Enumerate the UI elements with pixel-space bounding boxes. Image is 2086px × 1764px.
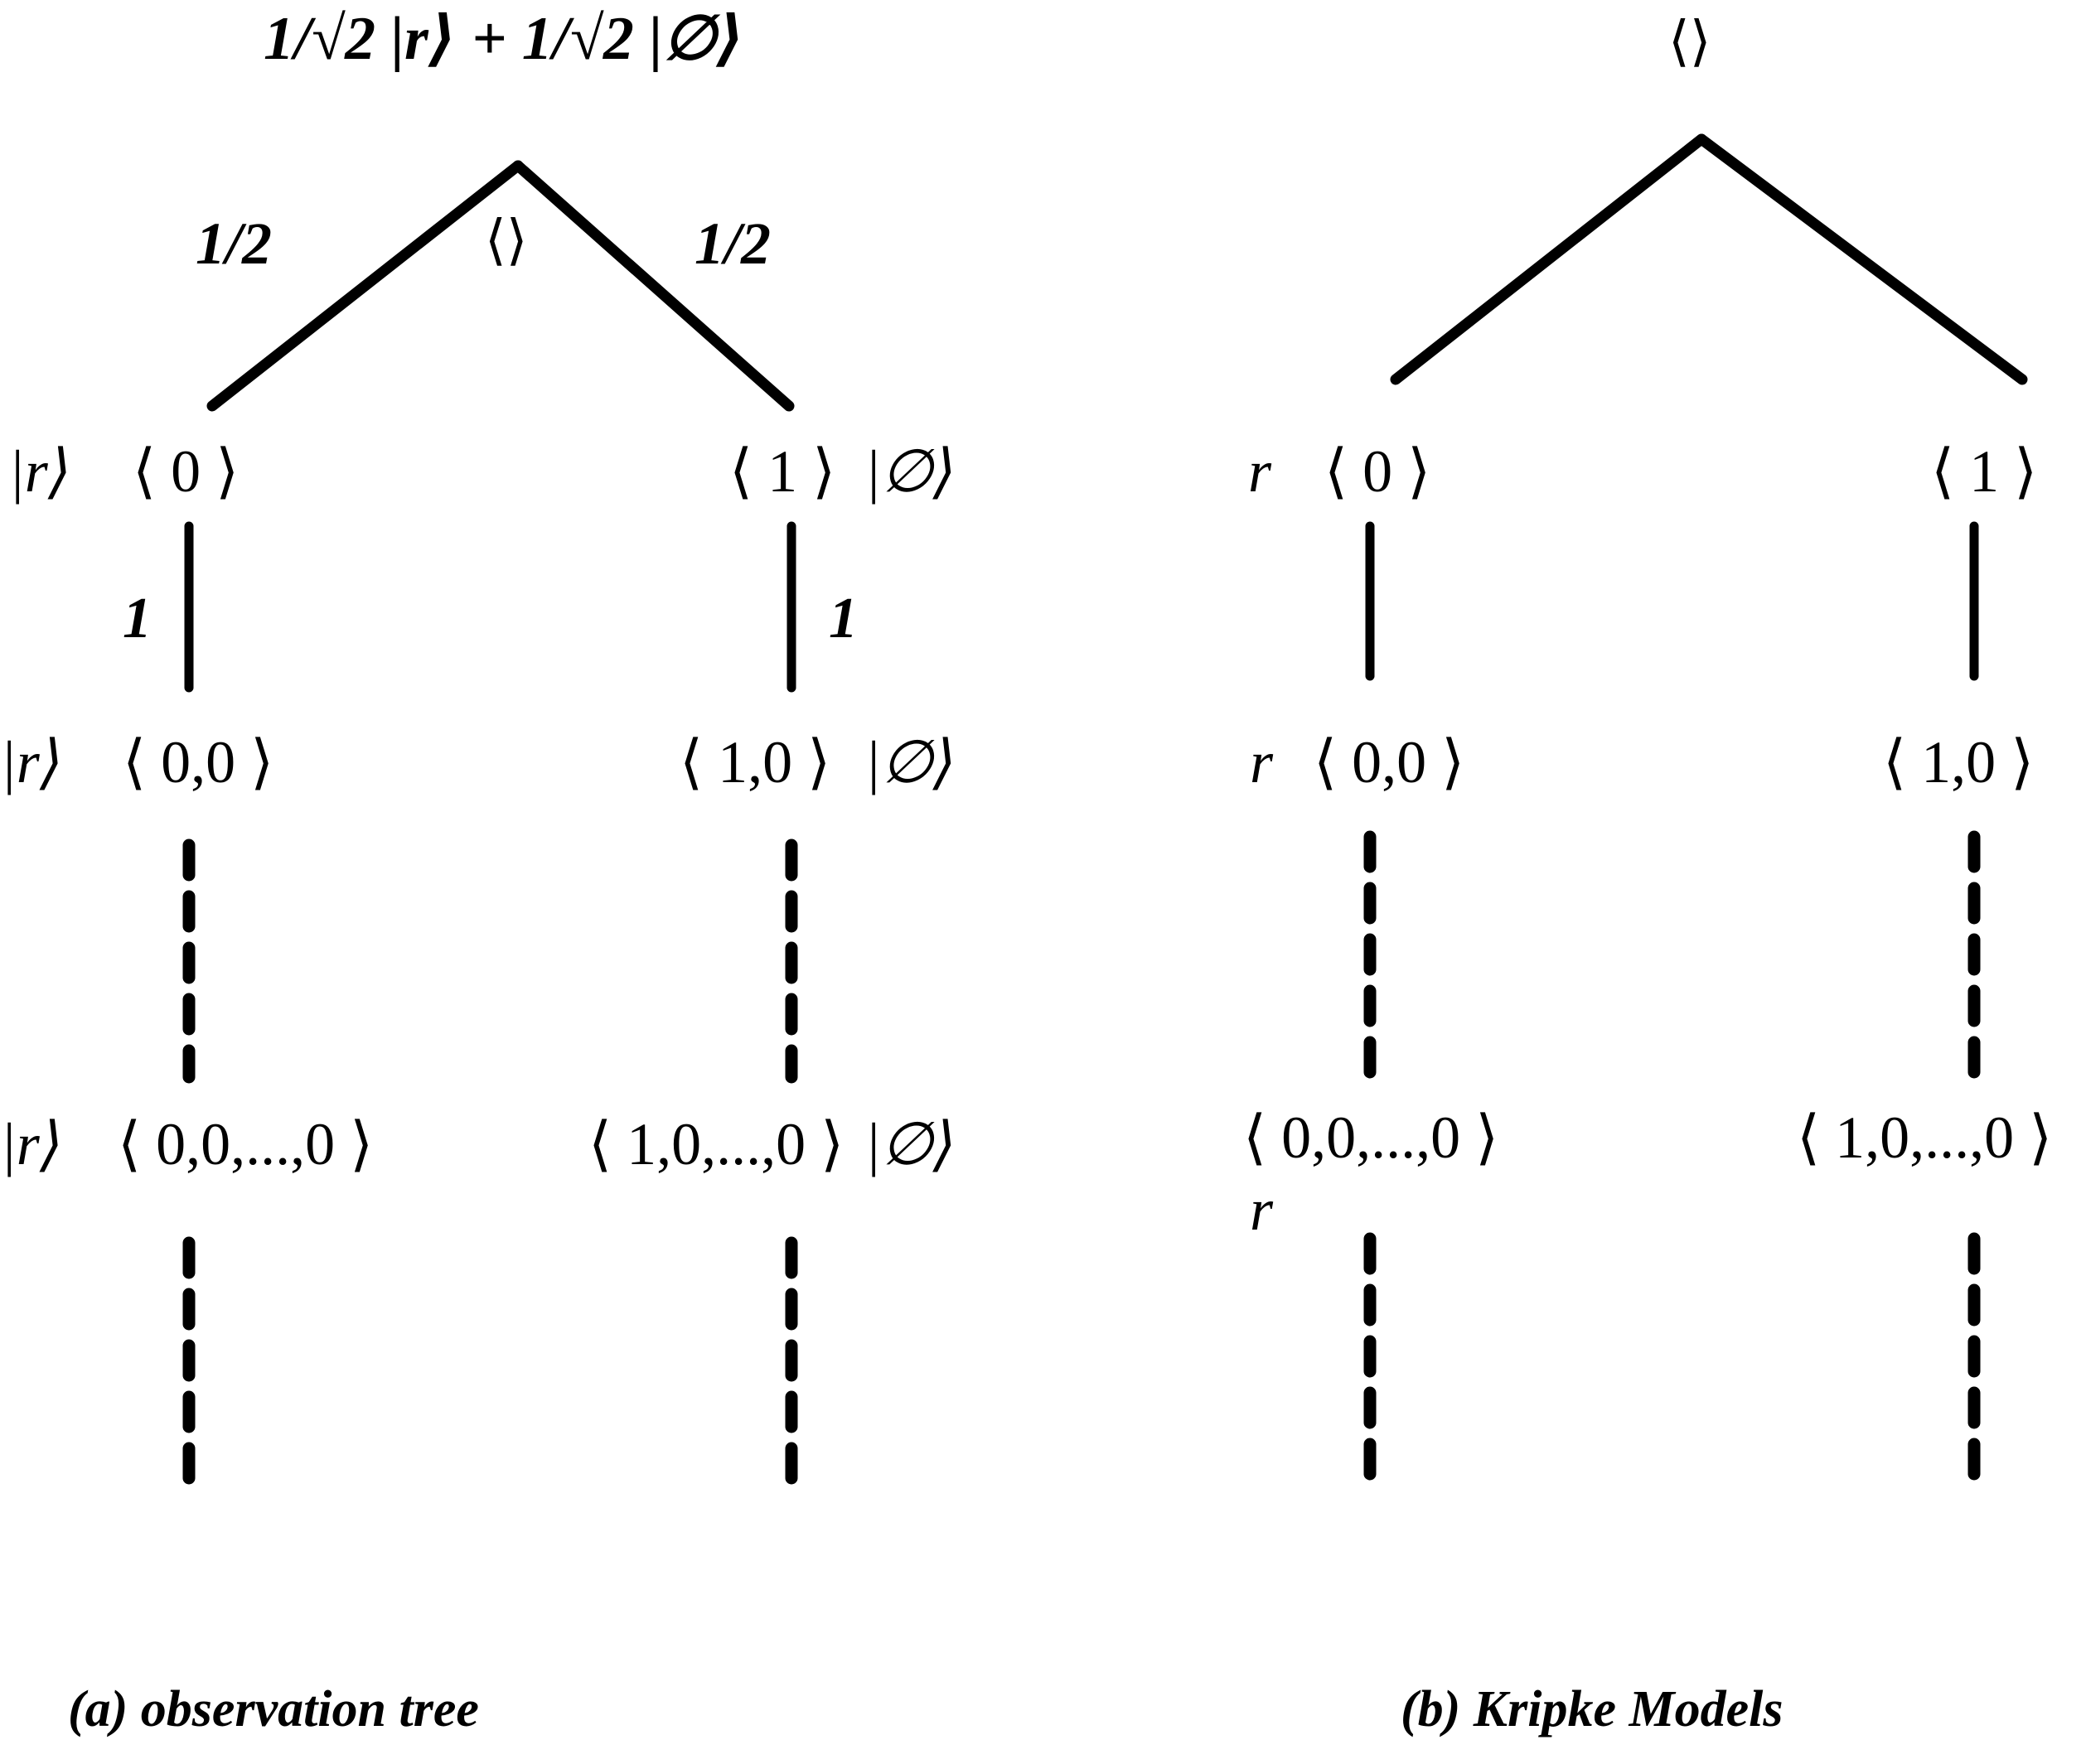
panel-b-right-node-1-history: ⟨ 1 ⟩ [1931,438,2038,505]
panel-b-left-node-3-prop: r [1250,1177,1274,1243]
panel-b-left-node-2-history: ⟨ 0,0 ⟩ [1314,729,1465,795]
panel-a-right-node-1-state: |∅⟩ [864,438,956,505]
edge-a-root-left [206,160,524,412]
panel-a-edge-label-right-branch: 1/2 [695,210,772,277]
edge-b-root-left [1390,133,1707,385]
panel-a-title-formula: 1/√2 |r⟩ + 1/√2 |∅⟩ [264,5,745,73]
panel-a-caption: (a) observation tree [68,1681,479,1737]
panel-a-left-node-2-state: |r⟩ [0,729,63,795]
panel-b-left-node-1-history: ⟨ 0 ⟩ [1324,438,1431,505]
panel-a-edge-label-left-vertical: 1 [123,587,152,650]
edge-a-root-right [512,160,795,412]
panel-a-right-node-1-history: ⟨ 1 ⟩ [729,438,836,505]
panel-a-left-node-2-history: ⟨ 0,0 ⟩ [123,729,274,795]
panel-a-edge-label-right-vertical: 1 [829,587,858,650]
panel-b-caption: (b) Kripke Models [1401,1681,1784,1737]
panel-a-left-node-3-history: ⟨ 0,0,...,0 ⟩ [118,1111,374,1177]
edge-b-root-right [1696,133,2028,385]
panel-a-right-node-3-history: ⟨ 1,0,...,0 ⟩ [588,1111,845,1177]
panel-a-left-node-1-state: |r⟩ [8,438,71,505]
panel-b-left-node-2-prop: r [1250,729,1274,795]
panel-a-left-node-3-state: |r⟩ [0,1111,63,1177]
panel-a-right-node-2-history: ⟨ 1,0 ⟩ [680,729,831,795]
panel-b-left-node-3-history: ⟨ 0,0,...,0 ⟩ [1243,1104,1499,1171]
panel-a-right-node-2-state: |∅⟩ [864,729,956,795]
panel-b-right-node-3-history: ⟨ 1,0,...,0 ⟩ [1797,1104,2053,1171]
panel-a-right-node-3-state: |∅⟩ [864,1111,956,1177]
panel-a-left-node-1-history: ⟨ 0 ⟩ [133,438,240,505]
panel-b-root-label: ⟨⟩ [1668,12,1711,72]
panel-a-edge-label-left-branch: 1/2 [196,210,273,277]
panel-b-right-node-2-history: ⟨ 1,0 ⟩ [1883,729,2035,795]
panel-b-left-node-1-prop: r [1248,438,1272,505]
panel-a-root-label: ⟨⟩ [485,210,528,271]
